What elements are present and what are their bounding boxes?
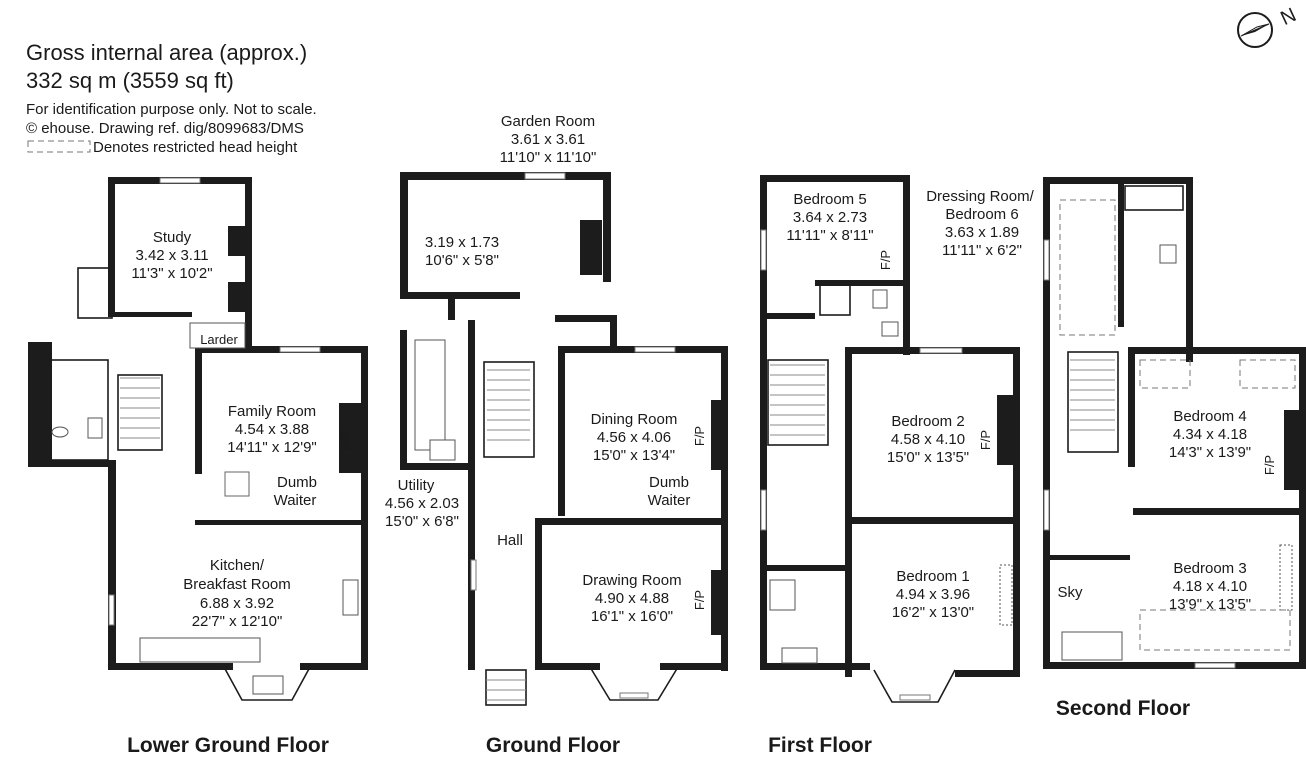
family-room-metric: 4.54 x 3.88 [235, 421, 309, 438]
bedroom2-fp: F/P [978, 430, 993, 450]
family-room-fp: F/P [338, 430, 353, 450]
disclaimer-note: For identification purpose only. Not to … [26, 101, 317, 118]
kitchen-imperial: 22'7" x 12'10" [192, 613, 283, 630]
kitchen-name-1: Kitchen/ [210, 557, 265, 574]
dumb-waiter-lg-line1: Dumb [277, 474, 317, 491]
bedroom4-name: Bedroom 4 [1173, 408, 1246, 425]
study-imperial: 11'3" x 10'2" [131, 265, 212, 282]
area-value: 332 sq m (3559 sq ft) [26, 68, 234, 93]
kitchen-metric: 6.88 x 3.92 [200, 595, 274, 612]
sky-name: Sky [1057, 584, 1083, 601]
bedroom1-name: Bedroom 1 [896, 568, 969, 585]
hall-name: Hall [497, 532, 523, 549]
study-metric: 3.42 x 3.11 [135, 247, 208, 264]
dressing-room-metric: 3.63 x 1.89 [945, 224, 1019, 241]
lower-ground-floor-plan: Study 3.42 x 3.11 11'3" x 10'2" Larder F… [28, 177, 368, 757]
bedroom5-metric: 3.64 x 2.73 [793, 209, 867, 226]
restricted-height-legend-icon [27, 140, 91, 153]
bedroom5-imperial: 11'11" x 8'11" [786, 227, 873, 244]
utility-imperial: 15'0" x 6'8" [385, 513, 459, 530]
drawing-room-imperial: 16'1" x 16'0" [591, 608, 673, 625]
header: Gross internal area (approx.) 332 sq m (… [26, 40, 317, 156]
garden-room-name: Garden Room [501, 113, 595, 130]
larder-name: Larder [200, 332, 238, 347]
bedroom3-imperial: 13'9" x 13'5" [1169, 596, 1251, 613]
drawing-room-fp: F/P [692, 590, 707, 610]
area-title: Gross internal area (approx.) [26, 40, 307, 65]
utility-metric: 4.56 x 2.03 [385, 495, 459, 512]
dumb-waiter-g-line1: Dumb [649, 474, 689, 491]
floor-label-lower-ground: Lower Ground Floor [127, 734, 329, 757]
bedroom3-metric: 4.18 x 4.10 [1173, 578, 1247, 595]
ground-floor-plan: Garden Room 3.61 x 3.61 11'10" x 11'10" … [385, 113, 728, 757]
bedroom2-metric: 4.58 x 4.10 [891, 431, 965, 448]
bedroom1-metric: 4.94 x 3.96 [896, 586, 970, 603]
bedroom4-metric: 4.34 x 4.18 [1173, 426, 1247, 443]
dumb-waiter-lg-line2: Waiter [274, 492, 317, 509]
utility-name: Utility [398, 477, 435, 494]
kitchen-name-2: Breakfast Room [183, 576, 291, 593]
dumb-waiter-g-line2: Waiter [648, 492, 691, 509]
dressing-room-imperial: 11'11" x 6'2" [942, 242, 1022, 259]
dining-room-name: Dining Room [591, 411, 678, 428]
drawing-room-name: Drawing Room [582, 572, 681, 589]
copyright-line: © ehouse. Drawing ref. dig/8099683/DMS [26, 120, 304, 137]
bedroom2-imperial: 15'0" x 13'5" [887, 449, 969, 466]
first-floor-plan: Bedroom 5 3.64 x 2.73 11'11" x 8'11" F/P… [760, 175, 1035, 757]
floor-label-second: Second Floor [1056, 697, 1190, 720]
dressing-room-name-2: Bedroom 6 [945, 206, 1018, 223]
ground-annex-imperial: 10'6" x 5'8" [425, 252, 499, 269]
bedroom4-fp: F/P [1262, 455, 1277, 475]
legend-text: Denotes restricted head height [93, 139, 298, 156]
family-room-imperial: 14'11" x 12'9" [227, 439, 317, 456]
garden-room-metric: 3.61 x 3.61 [511, 131, 585, 148]
compass-label: N [1277, 4, 1299, 30]
dining-room-fp: F/P [692, 426, 707, 446]
family-room-name: Family Room [228, 403, 316, 420]
bedroom5-name: Bedroom 5 [793, 191, 866, 208]
garden-room-imperial: 11'10" x 11'10" [500, 149, 597, 166]
ground-annex-metric: 3.19 x 1.73 [425, 234, 499, 251]
dining-room-metric: 4.56 x 4.06 [597, 429, 671, 446]
dressing-room-name-1: Dressing Room/ [926, 188, 1034, 205]
bedroom3-name: Bedroom 3 [1173, 560, 1246, 577]
north-arrow-icon [1237, 12, 1273, 48]
floor-label-ground: Ground Floor [486, 734, 620, 757]
drawing-room-metric: 4.90 x 4.88 [595, 590, 669, 607]
floor-label-first: First Floor [768, 734, 872, 757]
study-name: Study [153, 229, 192, 246]
bedroom1-imperial: 16'2" x 13'0" [892, 604, 974, 621]
bedroom2-name: Bedroom 2 [891, 413, 964, 430]
bedroom5-fp: F/P [878, 250, 893, 270]
dining-room-imperial: 15'0" x 13'4" [593, 447, 675, 464]
second-floor-plan: Bedroom 4 4.34 x 4.18 14'3" x 13'9" F/P … [1043, 177, 1306, 720]
bedroom4-imperial: 14'3" x 13'9" [1169, 444, 1251, 461]
